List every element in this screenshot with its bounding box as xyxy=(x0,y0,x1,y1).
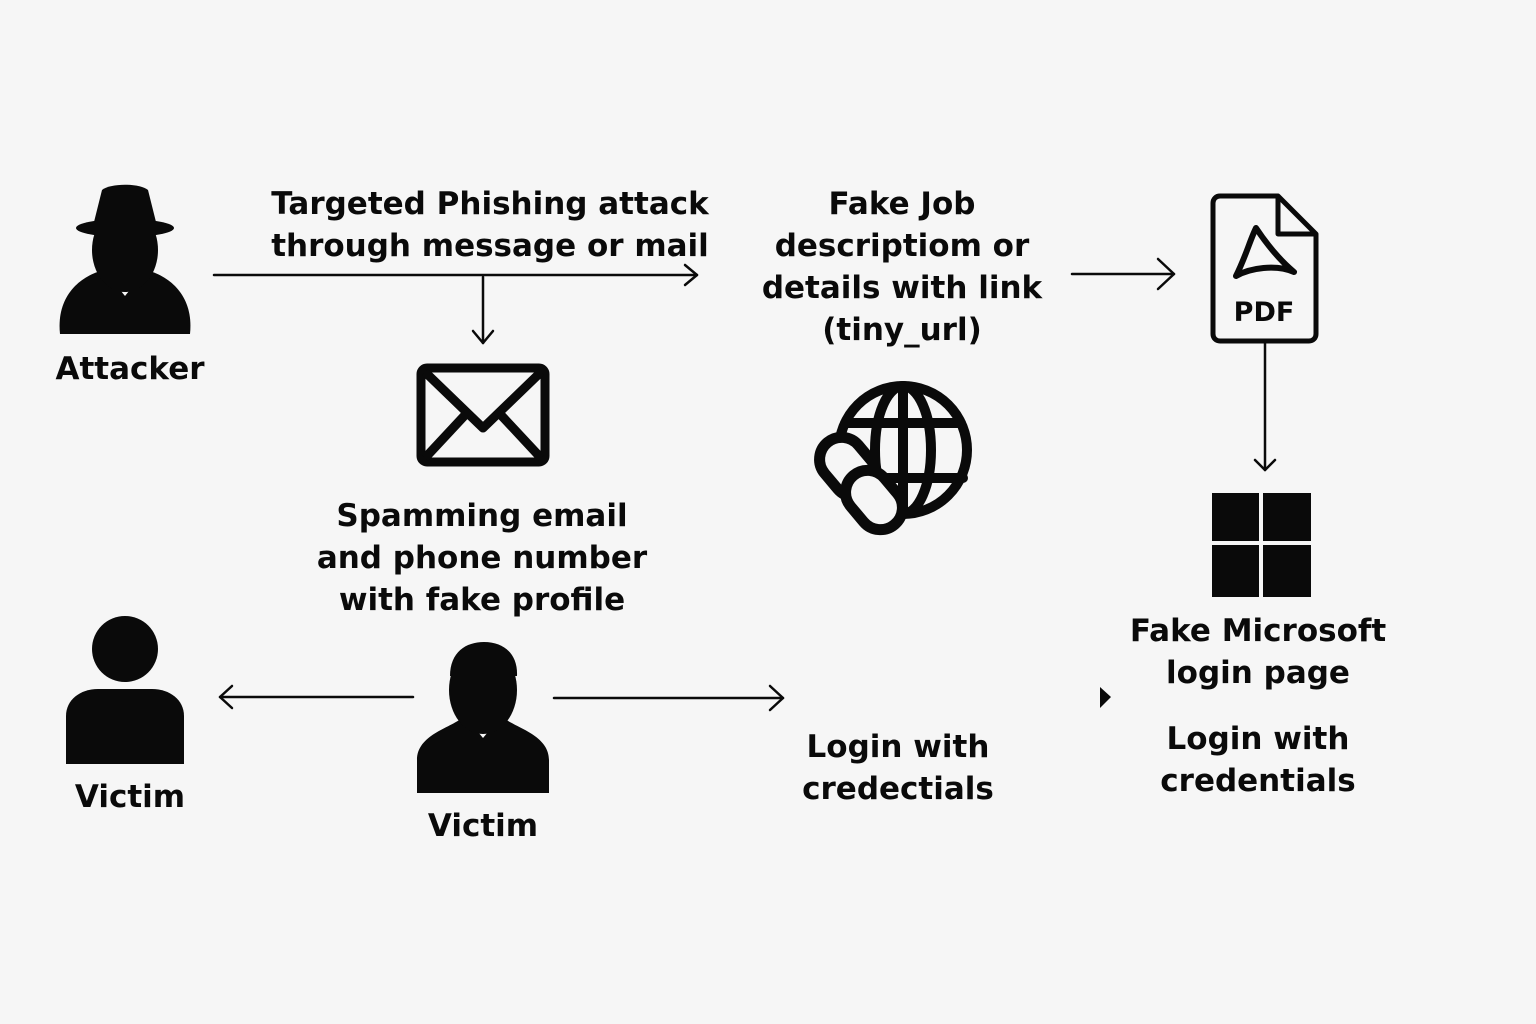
person-icon xyxy=(66,616,184,764)
pdf-badge: PDF xyxy=(1233,297,1295,328)
connector-arrows xyxy=(212,257,1277,712)
arrow-attacker-to-fakejob xyxy=(212,263,699,287)
globe-link-icon xyxy=(814,381,972,536)
arrow-phishing-to-email xyxy=(471,275,495,345)
small-triangle-pointer xyxy=(1100,687,1111,708)
victim-center-label: Victim xyxy=(427,808,539,844)
login-credentials-label: Login with credentials xyxy=(1160,721,1356,799)
windows-logo-icon xyxy=(1212,493,1311,597)
fake-job-label: Fake Job descriptiom or details with lin… xyxy=(761,186,1043,348)
arrow-pdf-to-microsoft xyxy=(1253,341,1277,472)
envelope-icon xyxy=(416,363,550,467)
fake-microsoft-label: Fake Microsoft login page xyxy=(1129,613,1387,691)
person-icon xyxy=(417,642,549,793)
pdf-document-icon xyxy=(1210,193,1319,344)
arrow-victim-to-login xyxy=(552,684,785,712)
attacker-hat-icon xyxy=(59,184,191,334)
phishing-attack-label: Targeted Phishing attack through message… xyxy=(271,186,709,264)
login-credectials-label: Login with credectials xyxy=(802,729,994,807)
spamming-email-label: Spamming email and phone number with fak… xyxy=(316,498,648,618)
arrow-victim-to-victim xyxy=(218,684,415,710)
arrow-fakejob-to-pdf xyxy=(1070,257,1176,291)
victim-left-label: Victim xyxy=(74,779,186,815)
attacker-label: Attacker xyxy=(55,351,205,387)
